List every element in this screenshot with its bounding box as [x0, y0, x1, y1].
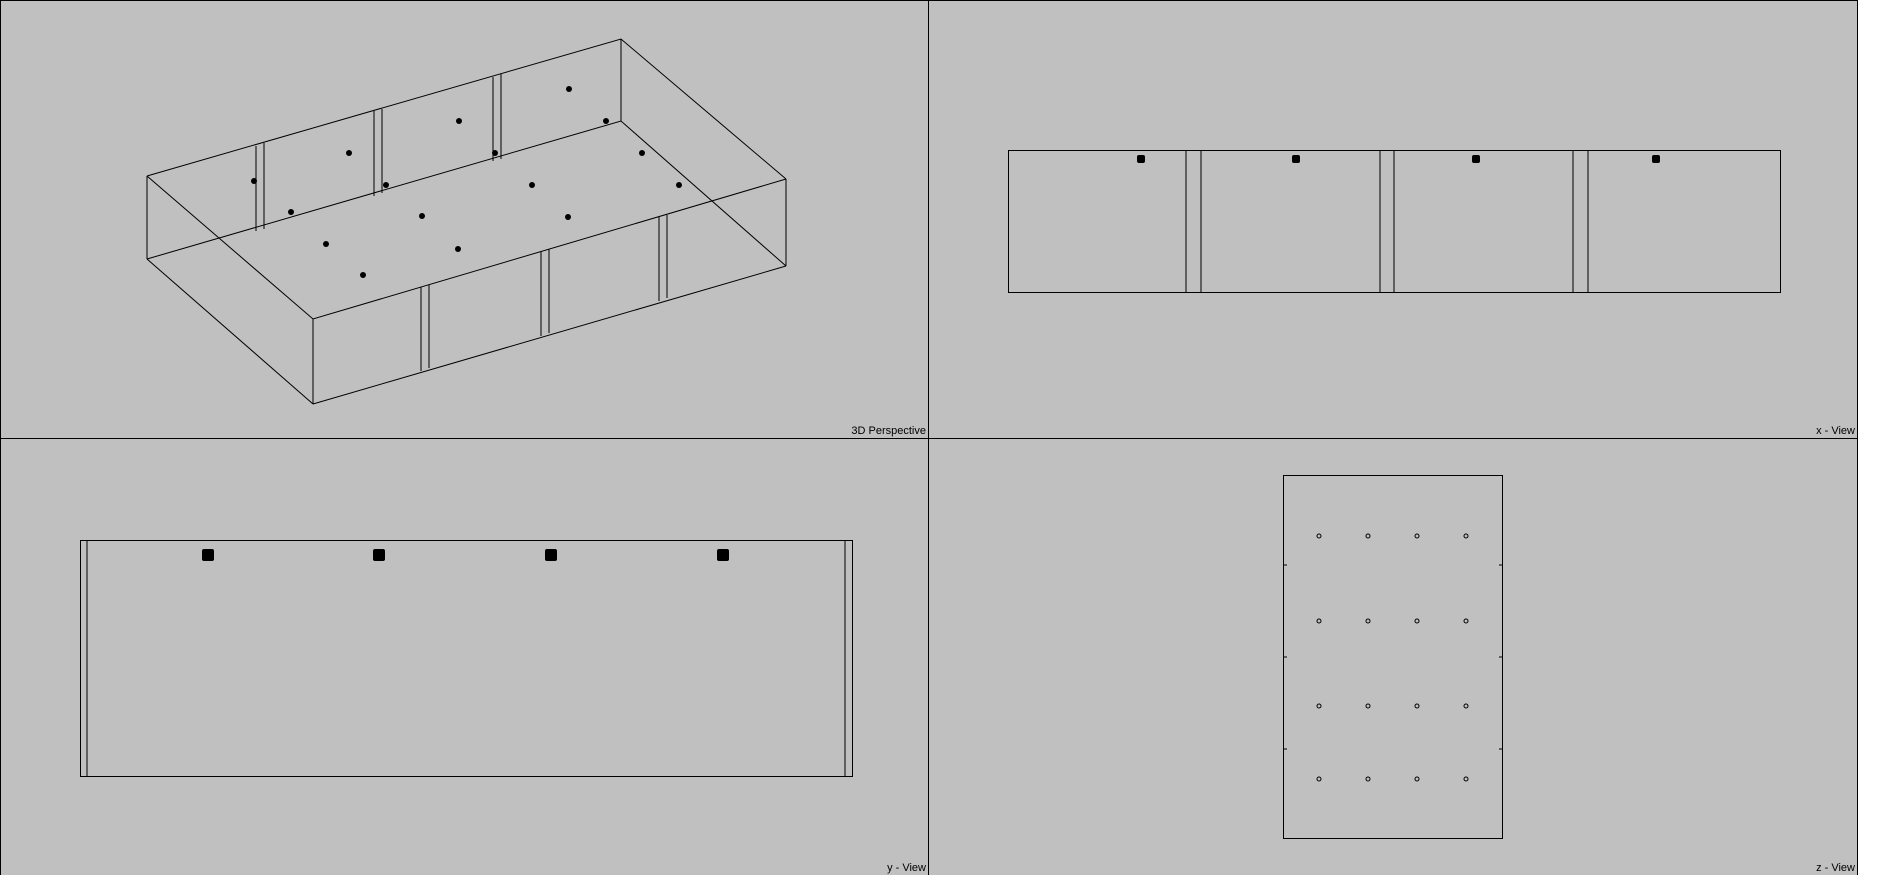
- y-view-canvas: [80, 540, 853, 777]
- viewport-label-z: z - View: [1816, 862, 1855, 874]
- fixture-points: [202, 549, 729, 561]
- fixture-points: [1316, 533, 1469, 782]
- perspective-viewport[interactable]: 3D Perspective: [0, 0, 929, 439]
- viewport-label-perspective: 3D Perspective: [851, 425, 926, 437]
- perspective-canvas: [146, 38, 787, 405]
- z-view-canvas: [1283, 475, 1503, 839]
- viewport-label-x: x - View: [1816, 425, 1855, 437]
- box-bottom-left: [146, 258, 314, 405]
- box-bottom-front: [312, 265, 787, 405]
- y-view-viewport[interactable]: y - View: [0, 439, 929, 875]
- box-outline: [80, 540, 853, 777]
- viewport-label-y: y - View: [887, 862, 926, 874]
- box-outline: [1008, 150, 1781, 293]
- box-outline: [1283, 475, 1503, 839]
- fixture-points: [1137, 155, 1660, 163]
- x-view-canvas: [1008, 150, 1781, 293]
- fixture-points: [251, 86, 682, 278]
- z-view-viewport[interactable]: z - View: [929, 439, 1858, 875]
- box-back-top-edge: [146, 38, 787, 180]
- box-front-top-edge: [146, 175, 787, 320]
- x-view-viewport[interactable]: x - View: [929, 0, 1858, 439]
- box-inner-floor-back: [146, 120, 787, 267]
